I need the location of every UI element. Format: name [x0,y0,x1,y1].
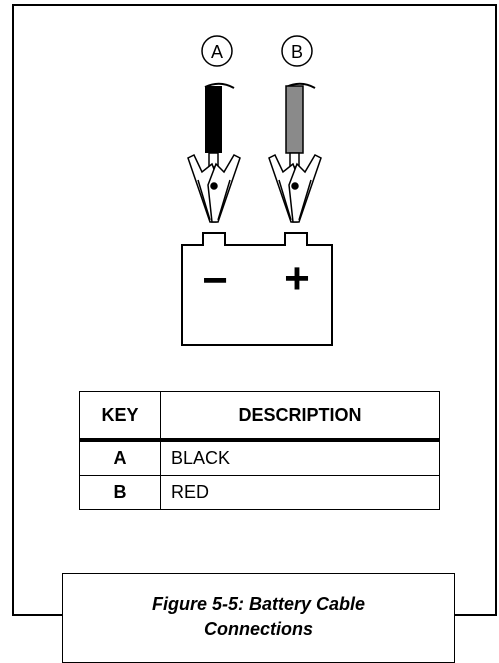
cable-b-letter: B [291,42,303,62]
figure-frame [12,4,497,655]
battery-positive-sign: + [284,254,310,303]
cable-b-label-circle [281,35,313,67]
cable-a-alligator-clip [187,153,241,223]
description-column-header: DESCRIPTION [160,391,440,442]
key-cell: A [79,439,161,476]
key-table: KEY DESCRIPTION A BLACK B RED [79,391,440,510]
description-cell: RED [160,475,440,510]
battery: − + [181,232,333,346]
figure-caption: Figure 5-5: Battery Cable Connections [62,573,455,663]
key-table-header-row: KEY DESCRIPTION [79,391,440,442]
battery-body [181,232,333,346]
cable-a-label-circle [201,35,233,67]
cable-b: B [268,35,322,223]
table-row: A BLACK [79,439,440,476]
table-row: B RED [79,475,440,510]
battery-negative-sign: − [202,256,228,305]
cable-a: A [187,35,241,223]
cable-a-letter: A [211,42,223,62]
caption-line-1: Figure 5-5: Battery Cable [151,594,366,614]
cable-a-cut-end [204,82,235,89]
caption-line-2: Connections [203,619,313,639]
key-cell: B [79,475,161,510]
cable-b-alligator-clip [268,153,322,223]
description-cell: BLACK [160,439,440,476]
cable-b-insulation [285,85,304,154]
cable-a-insulation [205,86,222,153]
key-column-header: KEY [79,391,161,442]
battery-cable-illustration: A B − + [181,35,333,346]
